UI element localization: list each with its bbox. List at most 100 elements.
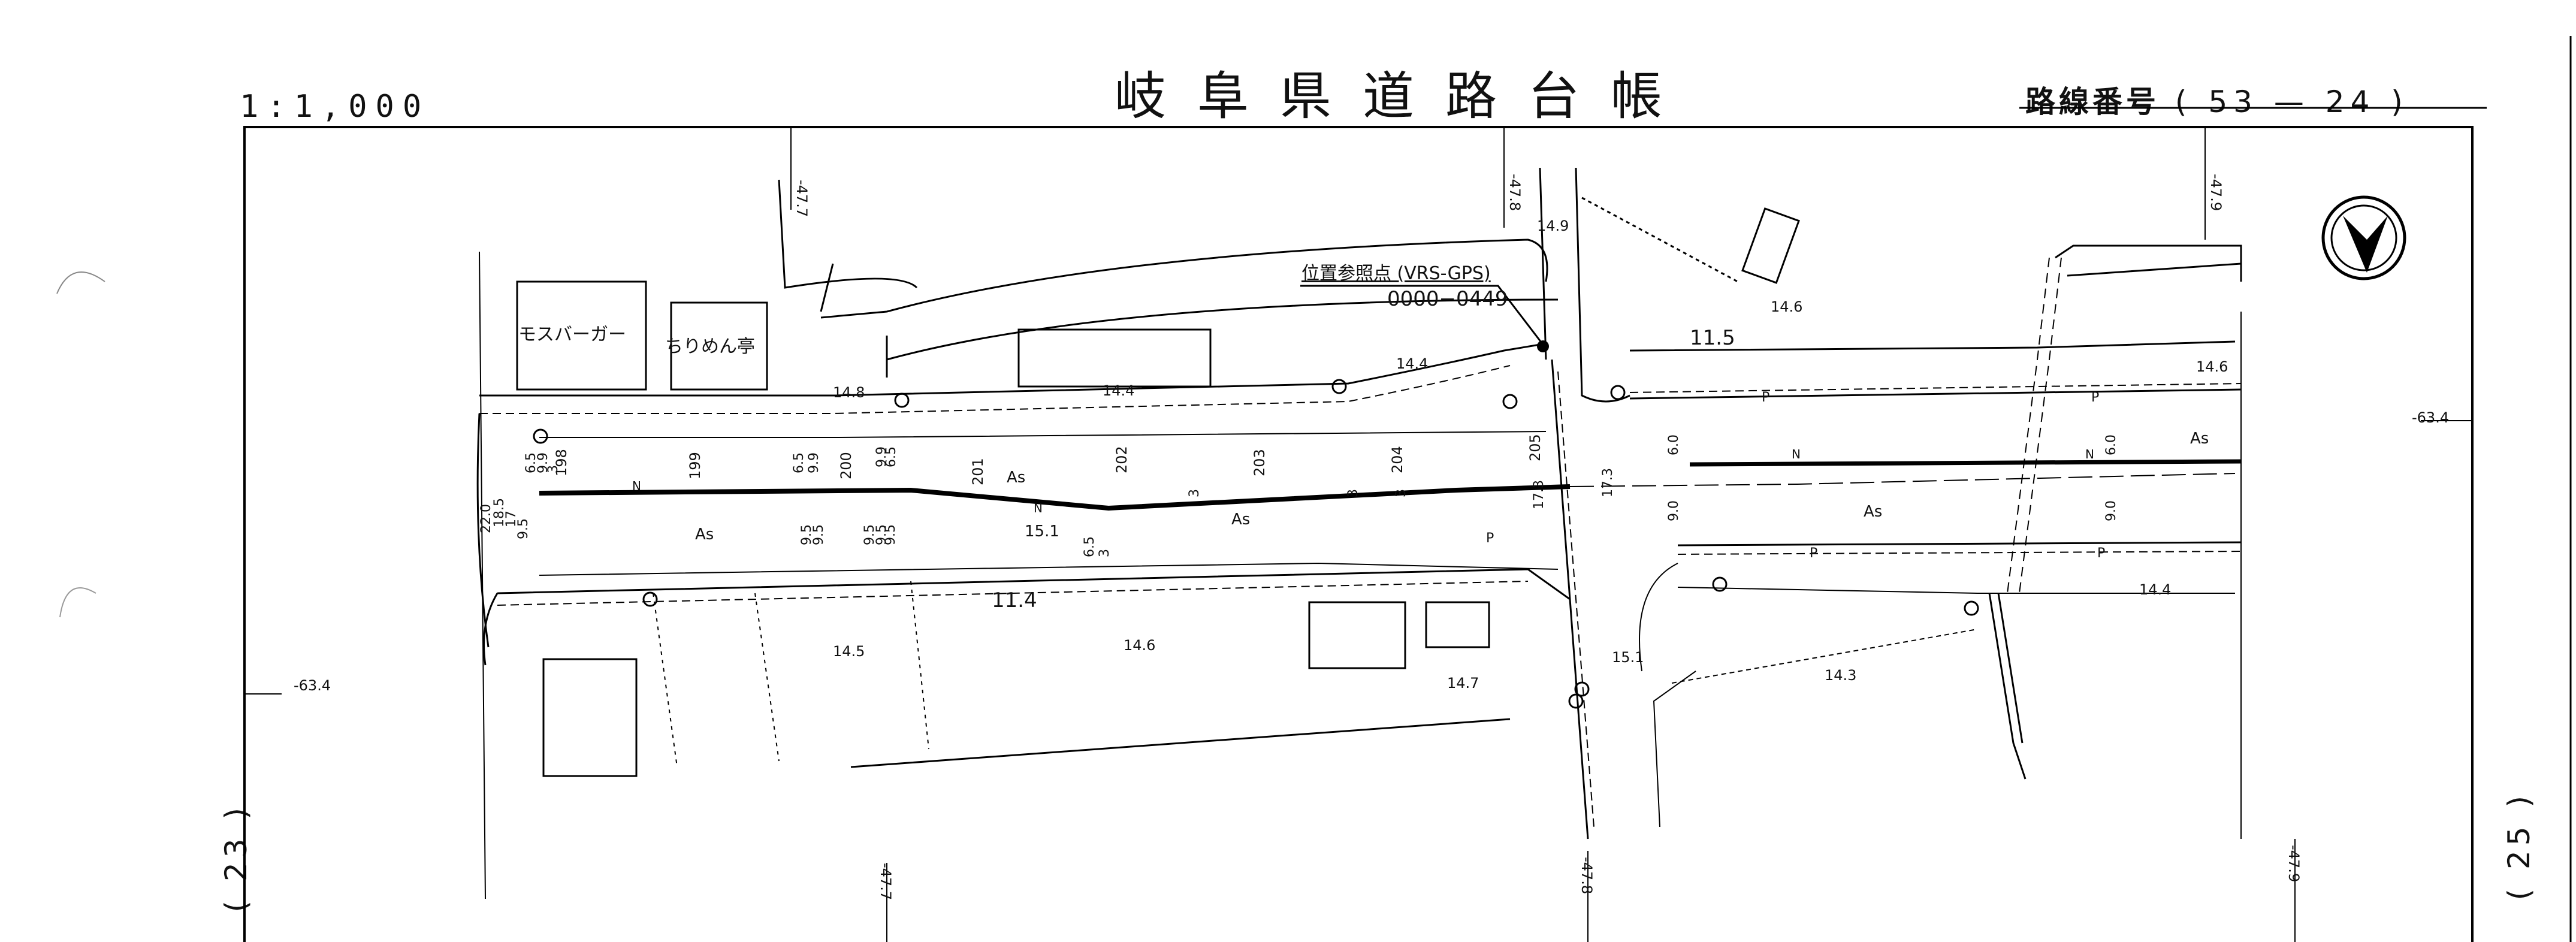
- dimension-label: 3: [1346, 489, 1361, 497]
- elevation-label: 15.1: [1612, 649, 1644, 666]
- grid-label-y-left: -63.4: [294, 677, 331, 694]
- building-south-b: [1425, 601, 1490, 648]
- elevation-label: 14.6: [1771, 298, 1802, 315]
- binder-hole-top: [56, 271, 105, 294]
- station-label: 198: [553, 449, 570, 476]
- building-northeast: [1741, 207, 1800, 284]
- elevation-label: 14.4: [1103, 382, 1134, 399]
- dimension-label: 22.0: [479, 504, 494, 533]
- dimension-label: 6.5: [884, 446, 899, 467]
- dimension-label: 9.5: [799, 524, 814, 545]
- dimension-label: 9.0: [1666, 500, 1681, 521]
- lower-road-edge: [850, 718, 1511, 768]
- dimension-label: 6.5: [792, 452, 807, 473]
- map-title: 岐阜県道路台帳: [1115, 67, 1693, 126]
- station-label: 204: [1389, 446, 1406, 473]
- shop-label-mos-burger: モスバーガー: [518, 324, 626, 345]
- dimension-label: 9.9: [536, 452, 551, 473]
- dimension-label: 9.5: [516, 518, 531, 539]
- north-marker: N: [1792, 447, 1801, 461]
- building-north: [1017, 328, 1212, 388]
- utility-markers: [533, 379, 1979, 709]
- building-southwest: [542, 658, 638, 777]
- road-width-right: 11.5: [1690, 326, 1735, 350]
- dimension-label: 3: [1394, 489, 1409, 497]
- chirimentei-building: [670, 301, 768, 391]
- elevation-label: 14.3: [1825, 667, 1856, 684]
- dimension-label: 6.5: [524, 452, 539, 473]
- mos-burger-building: [516, 280, 647, 391]
- dimension-label: 9.5: [862, 524, 877, 545]
- elevation-label: 14.9: [1537, 218, 1569, 234]
- dimension-label: 9.5: [883, 524, 898, 545]
- route-open-paren: (: [2175, 84, 2193, 119]
- map-annotations: モスバーガー ちりめん亭 位置参照点 (VRS-GPS) 0000−0449 1…: [294, 174, 2449, 900]
- upper-roads: [778, 179, 2242, 378]
- dimension-label: 3: [1187, 489, 1202, 497]
- reference-point-marker: [1537, 340, 1549, 352]
- road-left-section: [476, 343, 1571, 666]
- road-centerline: [539, 484, 1571, 511]
- station-label: 203: [1251, 449, 1268, 476]
- shop-label-chirimentei: ちりめん亭: [665, 336, 755, 357]
- grid-label-x-right-bottom: -47.9: [2285, 845, 2302, 882]
- dimension-label: 17.3: [1532, 480, 1547, 509]
- pole-marker: P: [2097, 546, 2105, 561]
- dimension-label: 3: [1097, 549, 1112, 557]
- north-marker: N: [1034, 501, 1043, 515]
- dimension-label: 9.5: [874, 524, 889, 545]
- grid-label-x-left-bottom: -47.7: [877, 863, 894, 900]
- parcel-lines: [653, 581, 929, 768]
- north-arrow-icon: [2321, 195, 2406, 280]
- left-extent-line: [479, 251, 486, 899]
- elevation-label: 14.4: [2139, 581, 2171, 598]
- north-marker: N: [632, 479, 641, 493]
- station-label: 205: [1527, 434, 1544, 461]
- grid-label-x-mid-top: -47.8: [1506, 174, 1523, 211]
- grid-label-x-mid-bottom: -47.8: [1578, 857, 1595, 894]
- pole-marker: P: [1810, 546, 1817, 561]
- dimension-label: 6.0: [2104, 434, 2119, 455]
- station-label: 201: [970, 458, 986, 485]
- dimension-label: 9.0: [2104, 500, 2119, 521]
- grid-label-x-right-top: -47.9: [2207, 174, 2224, 211]
- road-right-section: [1629, 340, 2242, 828]
- elevation-label: 14.4: [1396, 355, 1428, 372]
- route-dash: —: [2273, 84, 2310, 119]
- scale-label: 1:1,000: [240, 89, 430, 125]
- elevation-label: 15.1: [1025, 523, 1059, 541]
- station-label: 202: [1113, 446, 1130, 473]
- surface-label: As: [2190, 430, 2209, 448]
- surface-label: As: [695, 526, 714, 544]
- station-label: 199: [687, 452, 703, 479]
- building-south-a: [1308, 601, 1406, 669]
- cross-street: [1539, 167, 2062, 840]
- road-width-left: 11.4: [992, 588, 1037, 612]
- elevation-label: 14.5: [833, 643, 865, 660]
- dimension-label: 18.5: [492, 498, 507, 527]
- elevation-label: 14.8: [833, 384, 865, 401]
- route-number: 路線番号 ( 53 — 24 ): [2025, 78, 2409, 121]
- grid-label-x-left-top: -47.7: [793, 180, 810, 217]
- surface-label: As: [1007, 469, 1025, 487]
- route-label: 路線番号: [2025, 84, 2160, 119]
- road-centerline-extension: [1569, 473, 2236, 487]
- dimension-label: 17.3: [1600, 468, 1615, 497]
- binder-hole-bottom: [59, 587, 96, 618]
- surface-label: As: [1864, 503, 1882, 521]
- elevation-label: 14.6: [1124, 637, 1155, 654]
- route-sub-number: 24: [2325, 84, 2376, 119]
- pole-marker: P: [1762, 390, 1769, 405]
- elevation-label: 14.7: [1447, 675, 1479, 692]
- dimension-label: 17: [504, 511, 519, 527]
- north-marker: N: [2085, 447, 2094, 461]
- elevation-label: 14.6: [2196, 358, 2228, 375]
- reference-point-code: 0000−0449: [1387, 287, 1508, 311]
- grid-label-y-right: -63.4: [2412, 409, 2449, 426]
- reference-leader: [1300, 285, 1544, 345]
- dimension-label: 9.5: [811, 524, 826, 545]
- pole-marker: P: [2091, 390, 2099, 405]
- pole-marker: P: [1486, 531, 1494, 546]
